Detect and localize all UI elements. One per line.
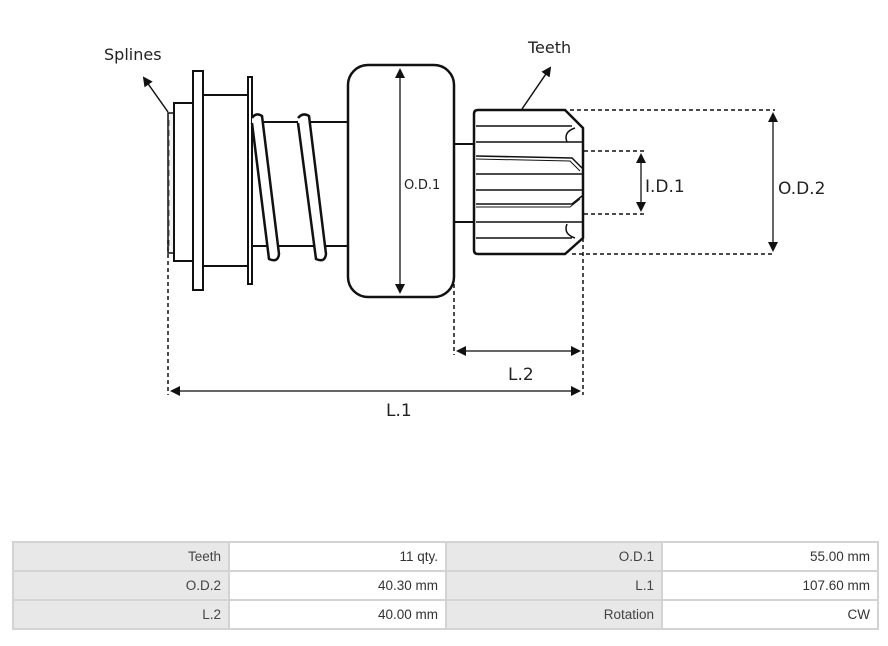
spec-label: Teeth — [12, 541, 230, 572]
spec-value: CW — [661, 599, 879, 630]
od2-label: O.D.2 — [778, 179, 825, 199]
spec-value: 40.00 mm — [228, 599, 447, 630]
spec-value: 107.60 mm — [661, 570, 879, 601]
splines-end — [167, 102, 194, 262]
pinion-teeth — [472, 108, 585, 256]
spec-value: 40.30 mm — [228, 570, 447, 601]
l1-dimension: L.1 — [167, 240, 581, 421]
od2-dimension: O.D.2 — [570, 109, 825, 255]
spec-label: L.2 — [12, 599, 230, 630]
flange — [192, 70, 253, 291]
splines-label: Splines — [104, 45, 162, 64]
id1-dimension: I.D.1 — [584, 150, 685, 215]
spec-label: O.D.1 — [445, 541, 663, 572]
l2-dimension: L.2 — [453, 238, 584, 395]
splines-callout: Splines — [104, 45, 169, 113]
table-row: Teeth 11 qty. O.D.1 55.00 mm — [12, 541, 879, 572]
od1-gear-body: O.D.1 — [346, 63, 456, 299]
l1-label: L.1 — [386, 401, 412, 421]
teeth-label: Teeth — [527, 38, 571, 57]
spec-label: O.D.2 — [12, 570, 230, 601]
table-row: O.D.2 40.30 mm L.1 107.60 mm — [12, 570, 879, 601]
id1-label: I.D.1 — [645, 177, 685, 197]
table-row: L.2 40.00 mm Rotation CW — [12, 599, 879, 630]
spec-label: L.1 — [445, 570, 663, 601]
spec-value: 55.00 mm — [661, 541, 879, 572]
neck — [454, 143, 474, 223]
l2-label: L.2 — [508, 365, 534, 385]
spring-barrel — [250, 113, 348, 262]
teeth-callout: Teeth — [521, 38, 571, 110]
spec-value: 11 qty. — [228, 541, 447, 572]
pinion-diagram: O.D.1 O.D.2 I.D.1 Splines Teeth — [104, 38, 825, 421]
spec-label: Rotation — [445, 599, 663, 630]
specs-table: Teeth 11 qty. O.D.1 55.00 mm O.D.2 40.30… — [12, 541, 879, 630]
od1-label: O.D.1 — [404, 178, 440, 193]
